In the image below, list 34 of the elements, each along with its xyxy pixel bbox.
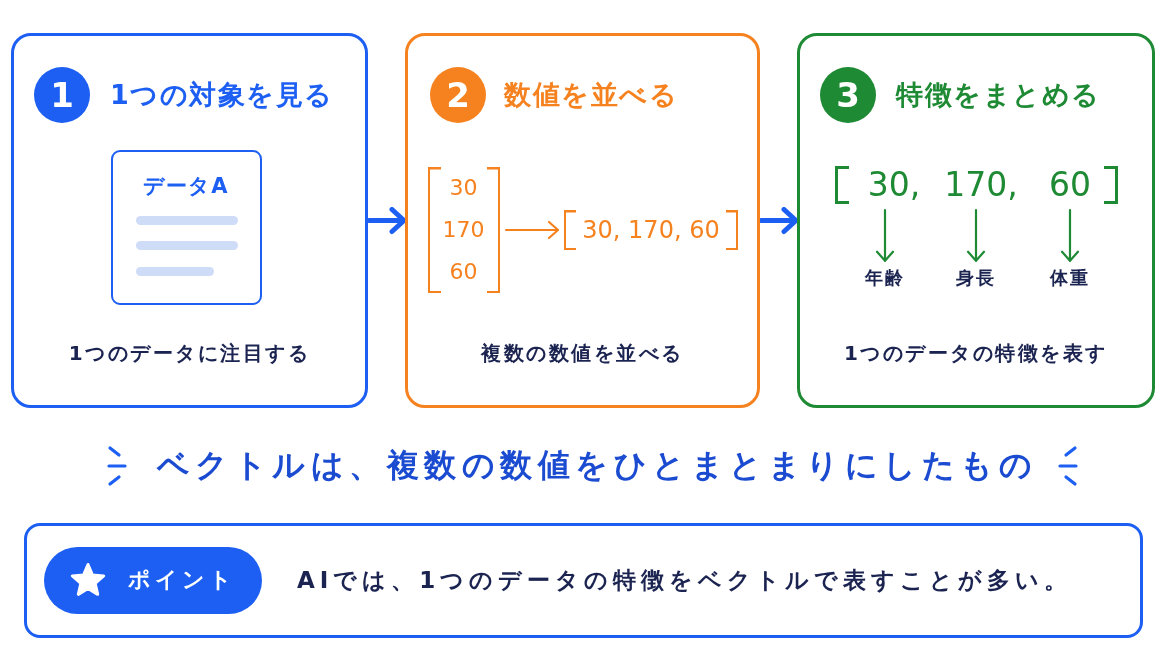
arrow [875,208,895,262]
row-vector: 30, 170, 60 [564,210,738,250]
step-title: 特徴をまとめる [896,78,1101,112]
vector-value: 60 [449,258,478,286]
step-caption: 1つのデータの特徴を表す [844,340,1108,366]
arrow [966,208,986,262]
step-panel [797,33,1155,408]
step-title: 数値を並べる [504,78,678,112]
point-label: ポイント [128,566,236,594]
vector-value: 60 [1049,164,1091,206]
point-box [24,523,1143,638]
arrow [1060,208,1080,262]
point-text: AIでは、1つのデータの特徴をベクトルで表すことが多い。 [297,565,1073,595]
vector-value: 170, [944,164,1018,206]
summary-text: ベクトルは、複数の数値をひとまとまりにしたもの [156,445,1038,485]
card-title: データA [143,172,229,199]
step-panel [11,33,368,408]
step-panel [405,33,760,408]
arrow [366,207,407,234]
data-card [111,150,262,305]
arrow [504,220,560,240]
feature-label: 身長 [956,266,996,290]
vector-value: 170 [442,216,485,244]
feature-label: 年齢 [865,266,905,290]
number-badge: 1 [34,67,90,123]
arrow [758,207,799,234]
vector-value: 30 [449,174,478,202]
step-caption: 複数の数値を並べる [481,340,684,366]
vector-value: 30, [867,164,921,206]
step-caption: 1つのデータに注目する [68,340,311,366]
number-badge: 3 [820,67,876,123]
step-title: 1つの対象を見る [110,78,334,112]
number-badge: 2 [430,67,486,123]
feature-label: 体重 [1050,266,1090,290]
